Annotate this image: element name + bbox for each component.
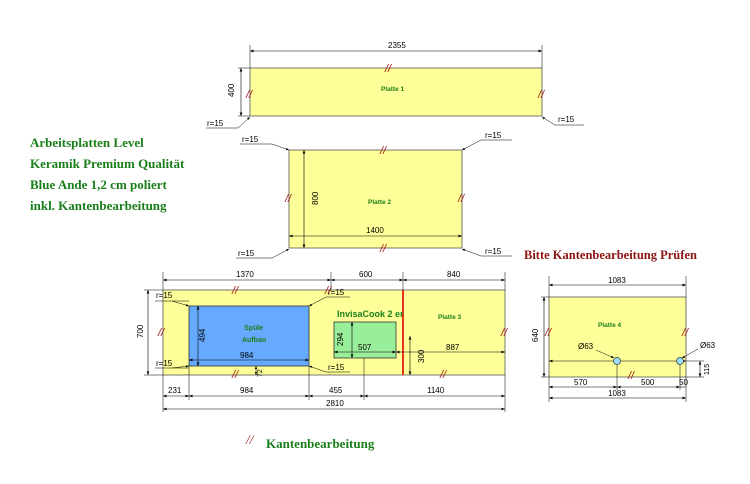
- edge-mark: //: [537, 89, 545, 101]
- slab-1-height-label: 400: [227, 83, 236, 97]
- slab-1-width-label: 2355: [388, 41, 406, 50]
- cooktop-offset-label: 300: [417, 349, 426, 363]
- slab-3-height-label: 700: [136, 324, 145, 338]
- slab-2-height-label: 800: [311, 191, 320, 205]
- edge-mark: //: [627, 370, 635, 382]
- hole-1-label: Ø63: [578, 342, 594, 351]
- edge-mark: //: [384, 63, 392, 75]
- slab-1-shape: [249, 67, 543, 117]
- edge-mark: //: [231, 285, 239, 297]
- sink-radius-br: r=15: [328, 363, 345, 372]
- edge-mark: //: [457, 193, 465, 205]
- slab-3: Platte 3 Spüle Aufbau 984 494 72 InvisaC…: [136, 270, 508, 412]
- hole-2: [676, 357, 684, 365]
- cooktop-width-label: 507: [358, 343, 372, 352]
- slab-2-radius-br: r=15: [485, 247, 502, 256]
- slab-3-bottom-dim-1: 231: [168, 386, 182, 395]
- material-notes: Arbeitsplatten Level Keramik Premium Qua…: [30, 132, 184, 216]
- slab-3-label: Platte 3: [438, 314, 462, 321]
- slab-1-radius-right: r=15: [558, 115, 575, 124]
- warning-text: Bitte Kantenbearbeitung Prüfen: [524, 248, 697, 262]
- slab-4-side-label: 115: [704, 364, 711, 375]
- edge-mark: //: [284, 193, 292, 205]
- slab-2-width-label: 1400: [366, 226, 384, 235]
- slab-3-top-dim-3: 840: [447, 270, 461, 279]
- edge-mark: //: [681, 327, 689, 339]
- slab-3-bottom-dim-3: 455: [329, 386, 343, 395]
- sink-radius-tr: r=15: [328, 288, 345, 297]
- slab-3-top-dim-2: 600: [359, 270, 373, 279]
- slab-2-label: Platte 2: [368, 199, 392, 206]
- legend-label: Kantenbearbeitung: [266, 436, 375, 451]
- slab-4-bottom-dim-1: 570: [574, 378, 588, 387]
- slab-2-radius-tr: r=15: [485, 131, 502, 140]
- cooktop-label: InvisaCook 2 er: [337, 309, 404, 319]
- cooktop-height-label: 294: [336, 332, 345, 346]
- slab-3-side-label: 887: [446, 343, 460, 352]
- slab-3-top-dim-1: 1370: [236, 270, 254, 279]
- slab-3-bottom-dim-4: 1140: [427, 386, 445, 395]
- slab-2-radius-tl: r=15: [242, 135, 259, 144]
- slab-1-radius-left: r=15: [207, 119, 224, 128]
- note-line: Arbeitsplatten Level: [30, 135, 144, 150]
- slab-4-total-label: 1083: [608, 389, 626, 398]
- edge-mark: //: [157, 327, 165, 339]
- edge-mark: //: [231, 369, 239, 381]
- slab-1: Platte 1 2355 400 r=15 r=15 // // //: [206, 41, 584, 129]
- slab-2: Platte 2 1400 800 r=15 r=15 r=15 r=15 //…: [236, 131, 512, 259]
- slab-4-height-label: 640: [531, 328, 540, 342]
- sink-height-label: 494: [198, 328, 207, 342]
- note-line: Keramik Premium Qualität: [30, 156, 185, 171]
- slab-4-width-label: 1083: [608, 276, 626, 285]
- slab-4-shape: [548, 296, 687, 378]
- sink-label-1: Spüle: [244, 325, 263, 332]
- slab-3-bottom-dim-2: 984: [240, 386, 254, 395]
- sink-width-label: 984: [240, 351, 254, 360]
- slab-1-label: Platte 1: [381, 86, 405, 93]
- edge-mark: //: [379, 243, 387, 255]
- hole-2-label: Ø63: [700, 341, 716, 350]
- edge-mark: //: [324, 285, 332, 297]
- sink-label-2: Aufbau: [242, 337, 266, 344]
- slab-3-total-label: 2810: [326, 399, 344, 408]
- edge-mark: //: [500, 327, 508, 339]
- legend-edge-mark-icon: //: [246, 432, 254, 447]
- slab-4-bottom-dim-3: 50: [679, 378, 688, 387]
- edge-mark: //: [379, 145, 387, 157]
- edge-mark: //: [544, 327, 552, 339]
- slab-4-label: Platte 4: [598, 322, 622, 329]
- note-line: Blue Ande 1,2 cm poliert: [30, 177, 167, 192]
- hole-1: [613, 357, 621, 365]
- edge-mark: //: [245, 89, 253, 101]
- slab-4: Platte 4 1083 640 Ø63 Ø63 115 570 500: [531, 276, 716, 402]
- sink-offset-label: 72: [257, 369, 264, 377]
- sink-cutout: [188, 305, 310, 367]
- note-line: inkl. Kantenbearbeitung: [30, 198, 167, 213]
- edge-mark: //: [439, 369, 447, 381]
- sink-radius-tl: r=15: [156, 291, 173, 300]
- slab-2-radius-bl: r=15: [238, 249, 255, 258]
- sink-radius-bl: r=15: [156, 359, 173, 368]
- slab-4-bottom-dim-2: 500: [641, 378, 655, 387]
- slab-2-shape: [288, 149, 463, 249]
